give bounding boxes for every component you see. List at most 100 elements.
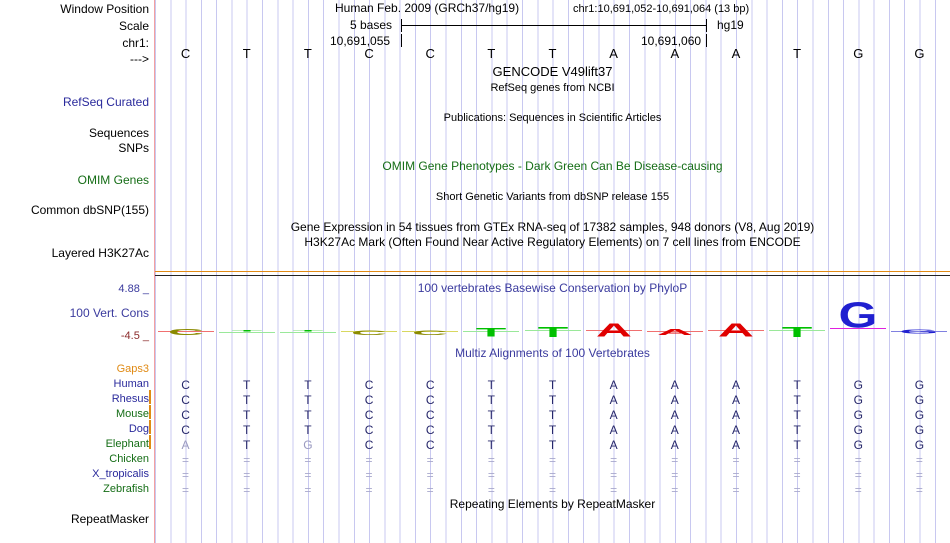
alignment-base: = xyxy=(854,453,862,467)
track-data-area[interactable]: Human Feb. 2009 (GRCh37/hg19) chr1:10,69… xyxy=(155,0,950,543)
alignment-base: = xyxy=(182,453,190,467)
multiz-track-title[interactable]: Multiz Alignments of 100 Vertebrates xyxy=(455,346,650,360)
alignment-base: T xyxy=(243,393,251,407)
dbsnp-track-title[interactable]: Short Genetic Variants from dbSNP releas… xyxy=(435,191,670,203)
alignment-base: C xyxy=(181,423,190,437)
logo-letter: T xyxy=(765,324,830,339)
logo-error-bar xyxy=(402,331,459,333)
gap-tick-mouse xyxy=(149,405,151,419)
alignment-base: T xyxy=(487,393,496,407)
alignment-base: = xyxy=(610,468,618,482)
logo-error-bar xyxy=(646,330,703,332)
alignment-base: A xyxy=(609,438,618,452)
publications-track-title[interactable]: Publications: Sequences in Scientific Ar… xyxy=(443,112,662,124)
alignment-base: = xyxy=(548,483,556,497)
sidebar-item-100-vert-cons[interactable]: 100 Vert. Cons xyxy=(69,306,149,320)
sidebar-item-window-position[interactable]: Window Position xyxy=(60,2,149,16)
alignment-base: = xyxy=(610,453,618,467)
sidebar-item-common-dbsnp[interactable]: Common dbSNP(155) xyxy=(30,203,149,217)
gap-tick-rhesus xyxy=(149,390,151,404)
sidebar-item-layered-h3k27ac[interactable]: Layered H3K27Ac xyxy=(51,246,149,260)
alignment-base: A xyxy=(731,378,740,392)
sidebar-item-sequences[interactable]: Sequences xyxy=(88,126,149,140)
sidebar-item-chrom[interactable]: chr1: xyxy=(122,36,149,50)
alignment-base: G xyxy=(853,393,863,407)
alignment-base: T xyxy=(793,378,801,392)
logo-letter: T xyxy=(459,326,524,338)
alignment-base: G xyxy=(914,423,925,437)
repeatmasker-track-title[interactable]: Repeating Elements by RepeatMasker xyxy=(449,497,656,511)
alignment-base: = xyxy=(426,483,434,497)
alignment-base: = xyxy=(854,483,862,497)
sidebar-species-human[interactable]: Human xyxy=(113,378,149,390)
sidebar-item-scale[interactable]: Scale xyxy=(118,19,149,33)
phylop-track-title[interactable]: 100 vertebrates Basewise Conservation by… xyxy=(417,281,688,295)
alignment-base: A xyxy=(670,438,679,452)
logo-error-bar xyxy=(524,330,581,332)
logo-letter: A xyxy=(642,328,707,336)
alignment-base: A xyxy=(609,393,618,407)
sidebar-item-gaps[interactable]: Gaps3 xyxy=(116,363,149,375)
reference-base: A xyxy=(731,46,741,61)
alignment-base: = xyxy=(732,453,740,467)
assembly-title: Human Feb. 2009 (GRCh37/hg19) xyxy=(335,1,520,15)
alignment-base: G xyxy=(853,408,863,422)
logo-letter: G xyxy=(887,329,950,335)
sidebar-species-dog[interactable]: Dog xyxy=(128,423,149,435)
logo-error-bar xyxy=(585,329,642,331)
logo-error-bar xyxy=(279,331,336,333)
sidebar-item-snps[interactable]: SNPs xyxy=(118,141,149,155)
alignment-base: A xyxy=(731,423,740,437)
sidebar-species-mouse[interactable]: Mouse xyxy=(115,408,149,420)
logo-letter: C xyxy=(155,328,218,336)
logo-error-bar xyxy=(891,331,948,333)
h3k27ac-track-title[interactable]: H3K27Ac Mark (Often Found Near Active Re… xyxy=(304,235,801,249)
alignment-base: C xyxy=(181,378,190,392)
reference-base: C xyxy=(425,46,435,61)
alignment-base: G xyxy=(914,378,925,392)
sidebar-item-omim-genes[interactable]: OMIM Genes xyxy=(77,173,149,187)
alignment-base: C xyxy=(364,408,374,422)
alignment-base: = xyxy=(243,453,251,467)
db-label: hg19 xyxy=(717,18,744,32)
alignment-base: = xyxy=(548,468,556,482)
sidebar-species-rhesus[interactable]: Rhesus xyxy=(111,393,149,405)
scale-bar xyxy=(401,25,707,26)
sidebar-species-x-tropicalis[interactable]: X_tropicalis xyxy=(92,468,149,480)
alignment-base: = xyxy=(854,468,862,482)
sidebar-item-refseq-curated[interactable]: RefSeq Curated xyxy=(62,95,149,109)
alignment-base: G xyxy=(914,393,925,407)
gtex-track-title[interactable]: Gene Expression in 54 tissues from GTEx … xyxy=(290,220,815,234)
logo-letter: A xyxy=(581,321,646,339)
sidebar-item-strand-arrow[interactable]: ---> xyxy=(130,52,149,66)
sidebar-species-elephant[interactable]: Elephant xyxy=(105,438,149,450)
alignment-base: T xyxy=(243,438,251,452)
alignment-base: A xyxy=(670,393,679,407)
logo-error-bar xyxy=(769,330,826,332)
conservation-max-value: 4.88 _ xyxy=(118,283,149,295)
sidebar-item-repeatmasker[interactable]: RepeatMasker xyxy=(70,512,149,526)
alignment-base: = xyxy=(671,453,679,467)
sidebar-species-chicken[interactable]: Chicken xyxy=(109,453,149,465)
alignment-base: T xyxy=(548,423,557,437)
alignment-base: = xyxy=(548,453,556,467)
alignment-base: = xyxy=(426,453,434,467)
alignment-base: A xyxy=(609,378,618,392)
alignment-base: G xyxy=(853,423,863,437)
alignment-base: = xyxy=(671,483,679,497)
alignment-base: G xyxy=(853,378,863,392)
alignment-base: C xyxy=(181,393,190,407)
refseq-track-title[interactable]: RefSeq genes from NCBI xyxy=(490,82,615,94)
sidebar-species-zebrafish[interactable]: Zebrafish xyxy=(103,483,149,495)
alignment-base: = xyxy=(365,483,373,497)
alignment-base: C xyxy=(364,393,374,407)
coord-left: 10,691,055 xyxy=(330,34,391,48)
alignment-base: = xyxy=(793,483,801,497)
omim-track-title[interactable]: OMIM Gene Phenotypes - Dark Green Can Be… xyxy=(382,159,723,173)
gencode-track-title[interactable]: GENCODE V49lift37 xyxy=(492,64,613,79)
reference-base: A xyxy=(609,46,618,61)
logo-error-bar xyxy=(157,331,214,333)
alignment-base: T xyxy=(487,378,496,392)
alignment-base: T xyxy=(793,393,801,407)
